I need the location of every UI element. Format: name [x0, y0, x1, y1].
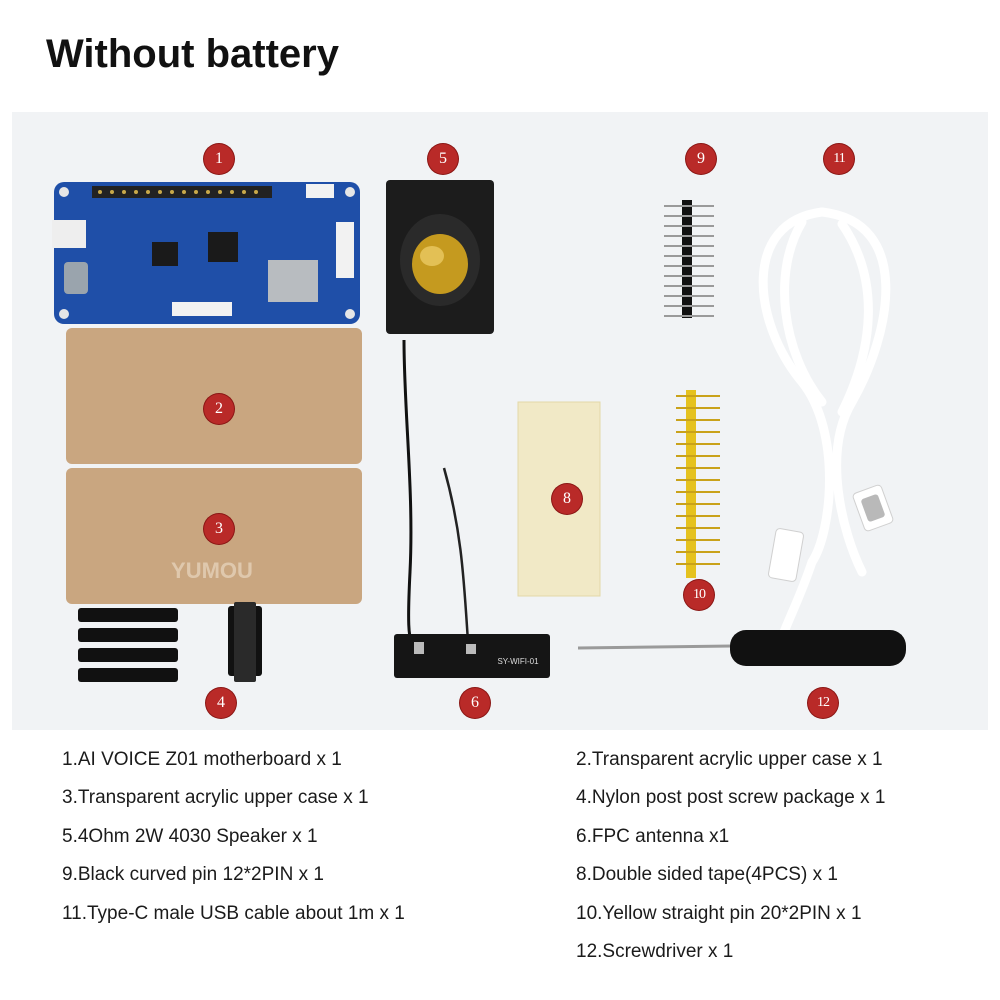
part-badge-3: 3: [204, 514, 234, 544]
fpc-antenna: SY-WIFI-01: [394, 467, 550, 678]
list-item: 3.Transparent acrylic upper case x 1: [62, 787, 369, 809]
part-badge-1: 1: [204, 144, 234, 174]
motherboard: [52, 182, 360, 324]
black-pin-header: [664, 200, 714, 318]
list-item: 2.Transparent acrylic upper case x 1: [576, 749, 883, 770]
page-title: Without battery: [46, 32, 339, 76]
parts-illustration: YUMOU SY-WIFI-01: [52, 180, 906, 682]
antenna-print: SY-WIFI-01: [497, 657, 539, 666]
part-badge-4: 4: [206, 688, 236, 718]
usb-connectors: [768, 484, 894, 582]
part-badge-10: 10: [684, 580, 714, 610]
usb-cable: [758, 207, 891, 637]
case-engraving: YUMOU: [171, 558, 253, 583]
list-item: 6.FPC antenna x1: [576, 825, 730, 847]
list-item: 12.Screwdriver x 1: [576, 940, 734, 962]
list-item: 10.Yellow straight pin 20*2PIN x 1: [576, 902, 862, 924]
list-item: 9.Black curved pin 12*2PIN x 1: [62, 864, 324, 886]
parts-list-left: 1.AI VOICE Z01 motherboard x 1 3.Transpa…: [62, 741, 405, 933]
list-item: 4.Nylon post post screw package x 1: [576, 787, 886, 809]
part-badge-12: 12: [808, 688, 838, 718]
speaker: [386, 180, 494, 653]
part-badge-6: 6: [460, 688, 490, 718]
list-item: 5.4Ohm 2W 4030 Speaker x 1: [62, 825, 318, 847]
list-item: 1.AI VOICE Z01 motherboard x 1: [62, 749, 342, 770]
part-badge-11: 11: [824, 144, 854, 174]
part-badge-9: 9: [686, 144, 716, 174]
part-badge-5: 5: [428, 144, 458, 174]
product-photo: YUMOU SY-WIFI-01: [12, 112, 988, 730]
yellow-pin-header: [676, 390, 720, 578]
parts-list-right: 2.Transparent acrylic upper case x 1 4.N…: [576, 741, 885, 971]
list-item: 11.Type-C male USB cable about 1m x 1: [62, 902, 405, 924]
screwdriver: [577, 630, 906, 666]
list-item: 8.Double sided tape(4PCS) x 1: [576, 864, 838, 886]
part-badge-2: 2: [204, 394, 234, 424]
part-badge-8: 8: [552, 484, 582, 514]
standoff-screws: [78, 602, 262, 682]
